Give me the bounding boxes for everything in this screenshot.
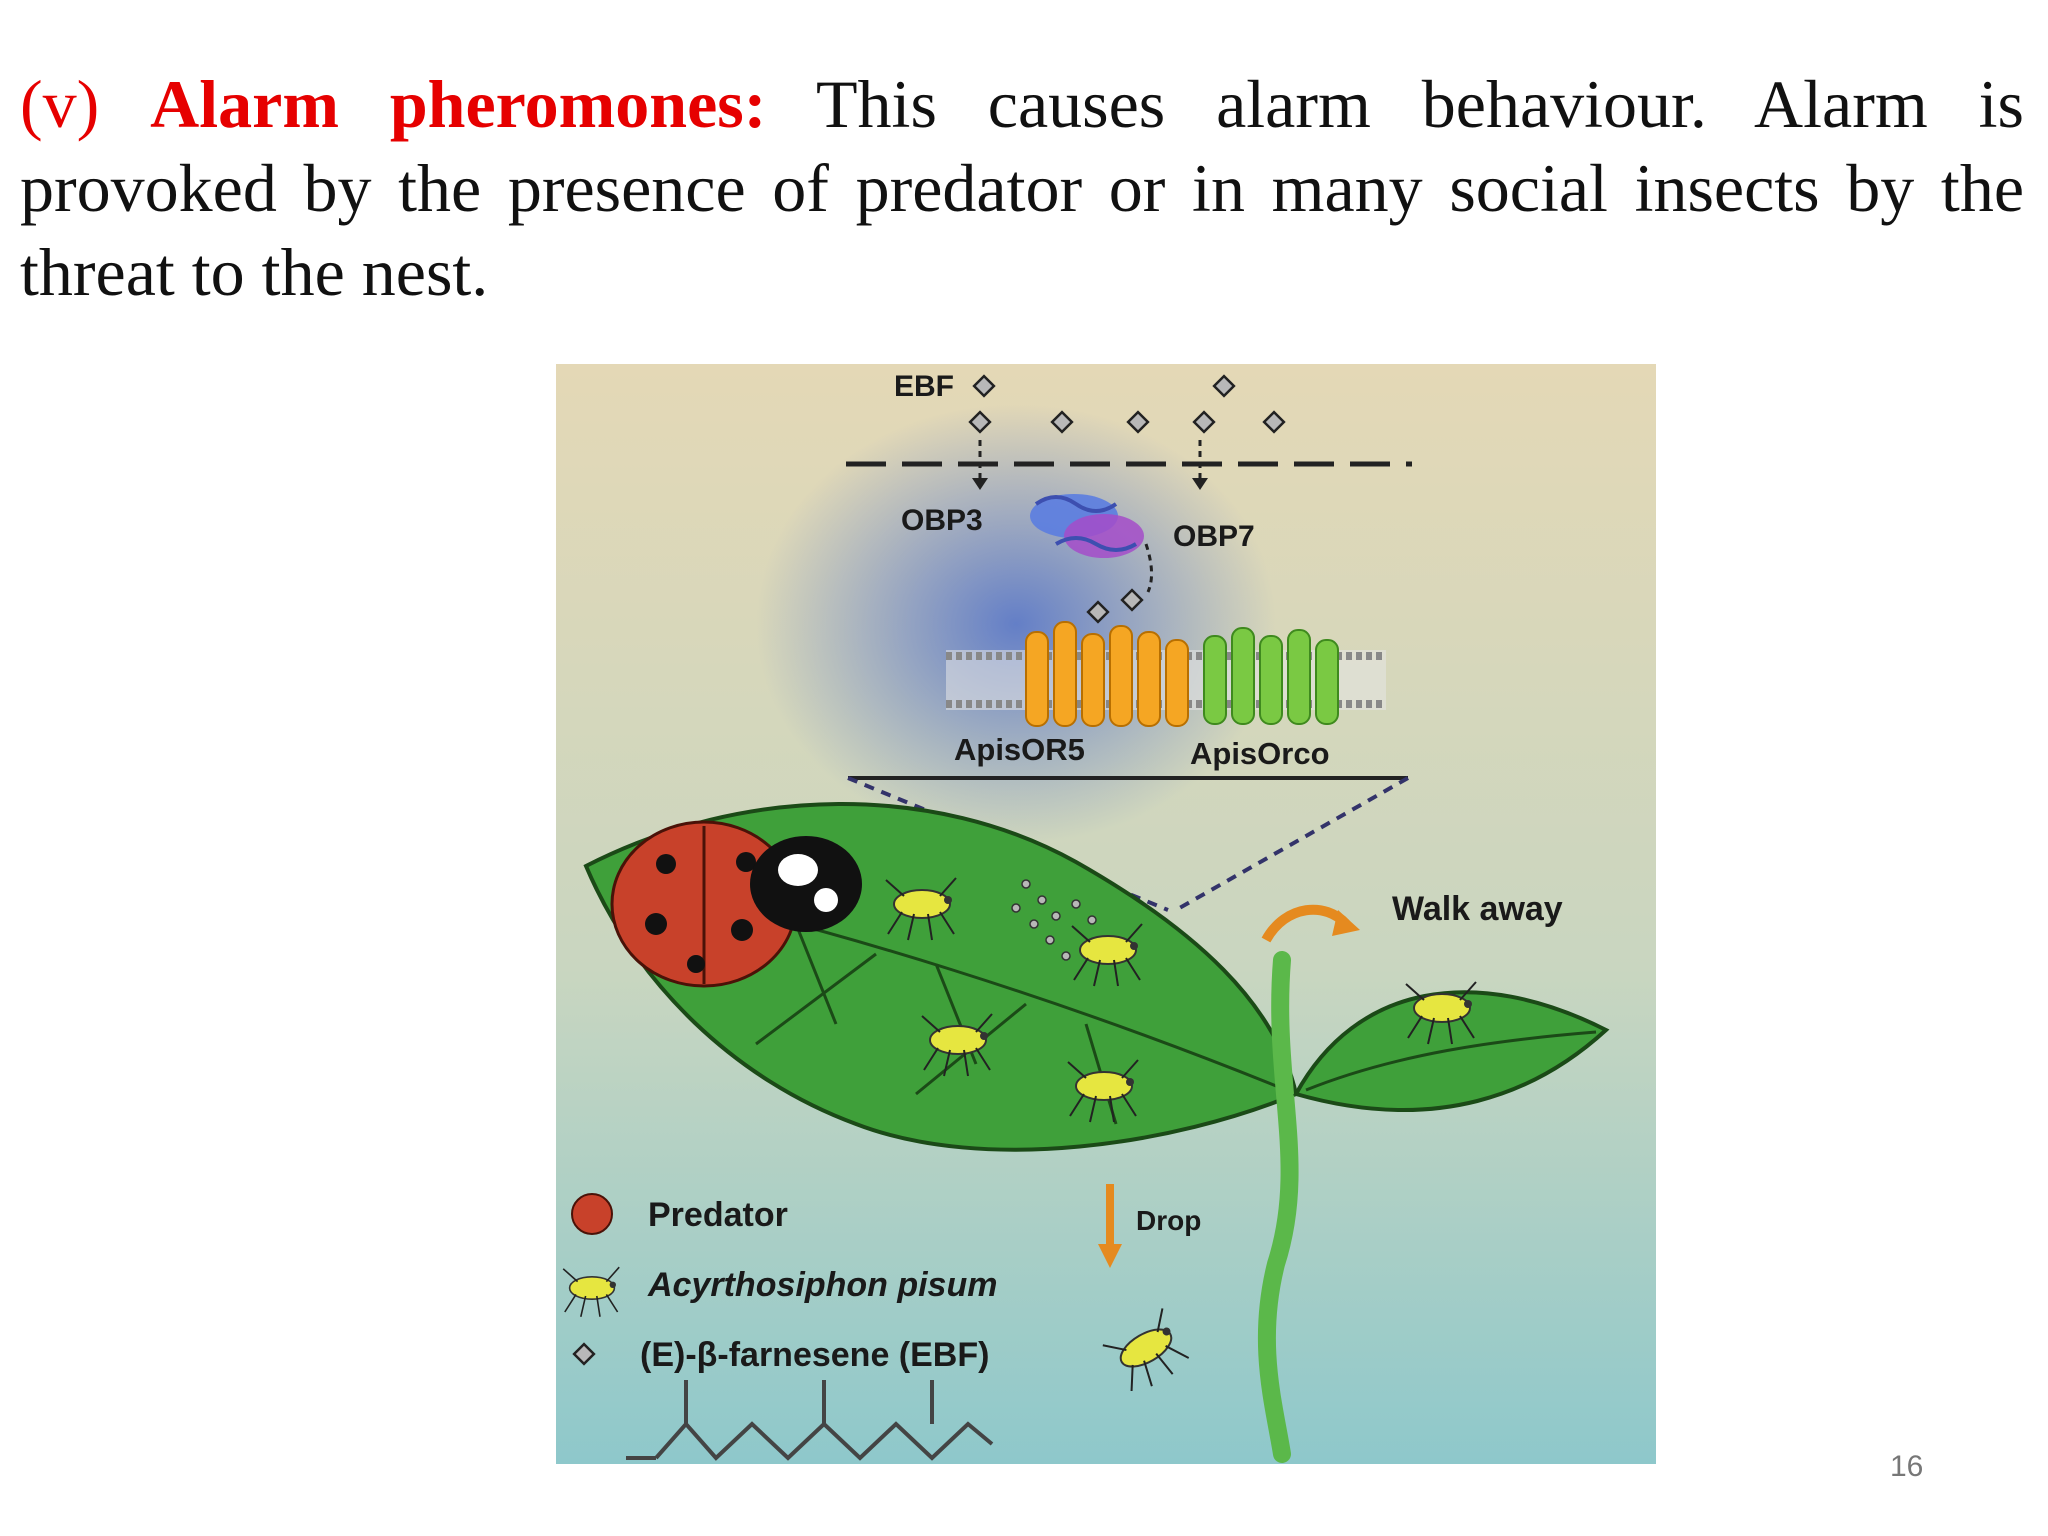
figure-canvas: EBF OBP3 OBP7 ApisOR5 ApisOrco [556, 364, 1656, 1464]
label-drop: Drop [1136, 1205, 1201, 1236]
legend: Predator Acyrthosiphon pisum (E)-β-farne… [562, 1193, 997, 1374]
legend-predator: Predator [648, 1196, 788, 1234]
plant-stem [1257, 951, 1299, 1463]
legend-ebf: (E)-β-farnesene (EBF) [640, 1336, 989, 1374]
ladybird-predator [610, 820, 862, 988]
label-apisorco: ApisOrco [1190, 736, 1330, 771]
entry-arrows [978, 440, 1202, 484]
obp-protein [1030, 494, 1144, 558]
label-ebf: EBF [894, 370, 954, 403]
label-walk-away: Walk away [1392, 890, 1563, 928]
label-apisor5: ApisOR5 [954, 732, 1085, 767]
alarm-pheromone-figure: EBF OBP3 OBP7 ApisOR5 ApisOrco [556, 364, 1656, 1464]
term-heading: Alarm pheromones: [150, 66, 767, 142]
paragraph-text: This causes alarm behaviour. Alarm is pr… [20, 66, 2024, 310]
released-ebf-dots [1011, 879, 1097, 961]
ebf-structure [626, 1380, 994, 1461]
label-obp3: OBP3 [901, 504, 983, 537]
legend-predator-icon [571, 1193, 613, 1235]
receptor-apisorco [1203, 627, 1339, 725]
slide-number: 16 [1890, 1450, 1924, 1483]
small-leaf-vein [1305, 1030, 1597, 1092]
receptor-apisor5 [1025, 621, 1189, 727]
walk-away-arrowhead [1332, 910, 1360, 936]
legend-aphid: Acyrthosiphon pisum [647, 1266, 997, 1304]
paragraph-lead: (v) Alarm pheromones: [20, 66, 766, 142]
body-paragraph: (v) Alarm pheromones: This causes alarm … [20, 62, 2024, 314]
lead-marker: (v) [20, 66, 151, 142]
obp-arrow [1144, 543, 1153, 593]
label-obp7: OBP7 [1173, 520, 1255, 553]
drop-arrowhead [1098, 1244, 1122, 1268]
membrane-glow [756, 404, 1276, 844]
